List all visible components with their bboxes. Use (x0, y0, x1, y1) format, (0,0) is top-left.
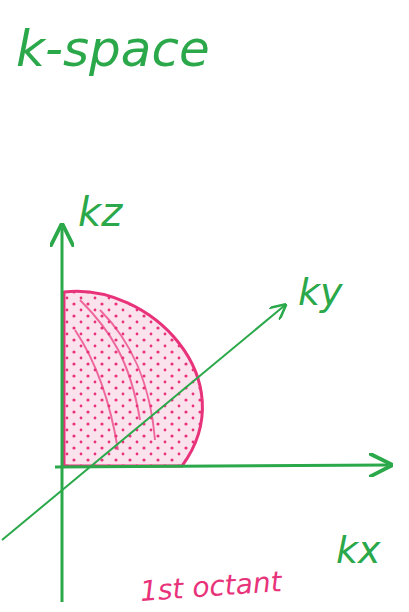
octant-fill (64, 291, 202, 466)
octant-hatch (75, 300, 155, 450)
axis-label: ky (298, 272, 343, 314)
title-text: k-space (16, 22, 210, 77)
octant-dots (64, 291, 202, 466)
kx-axis (55, 465, 388, 467)
region-label: 1st octant (139, 567, 282, 608)
octant-outline (64, 291, 202, 466)
axis-label: kx (336, 530, 381, 572)
kz-axis (61, 228, 64, 602)
ky-axis (2, 306, 284, 540)
axis-label: kz (78, 190, 122, 234)
